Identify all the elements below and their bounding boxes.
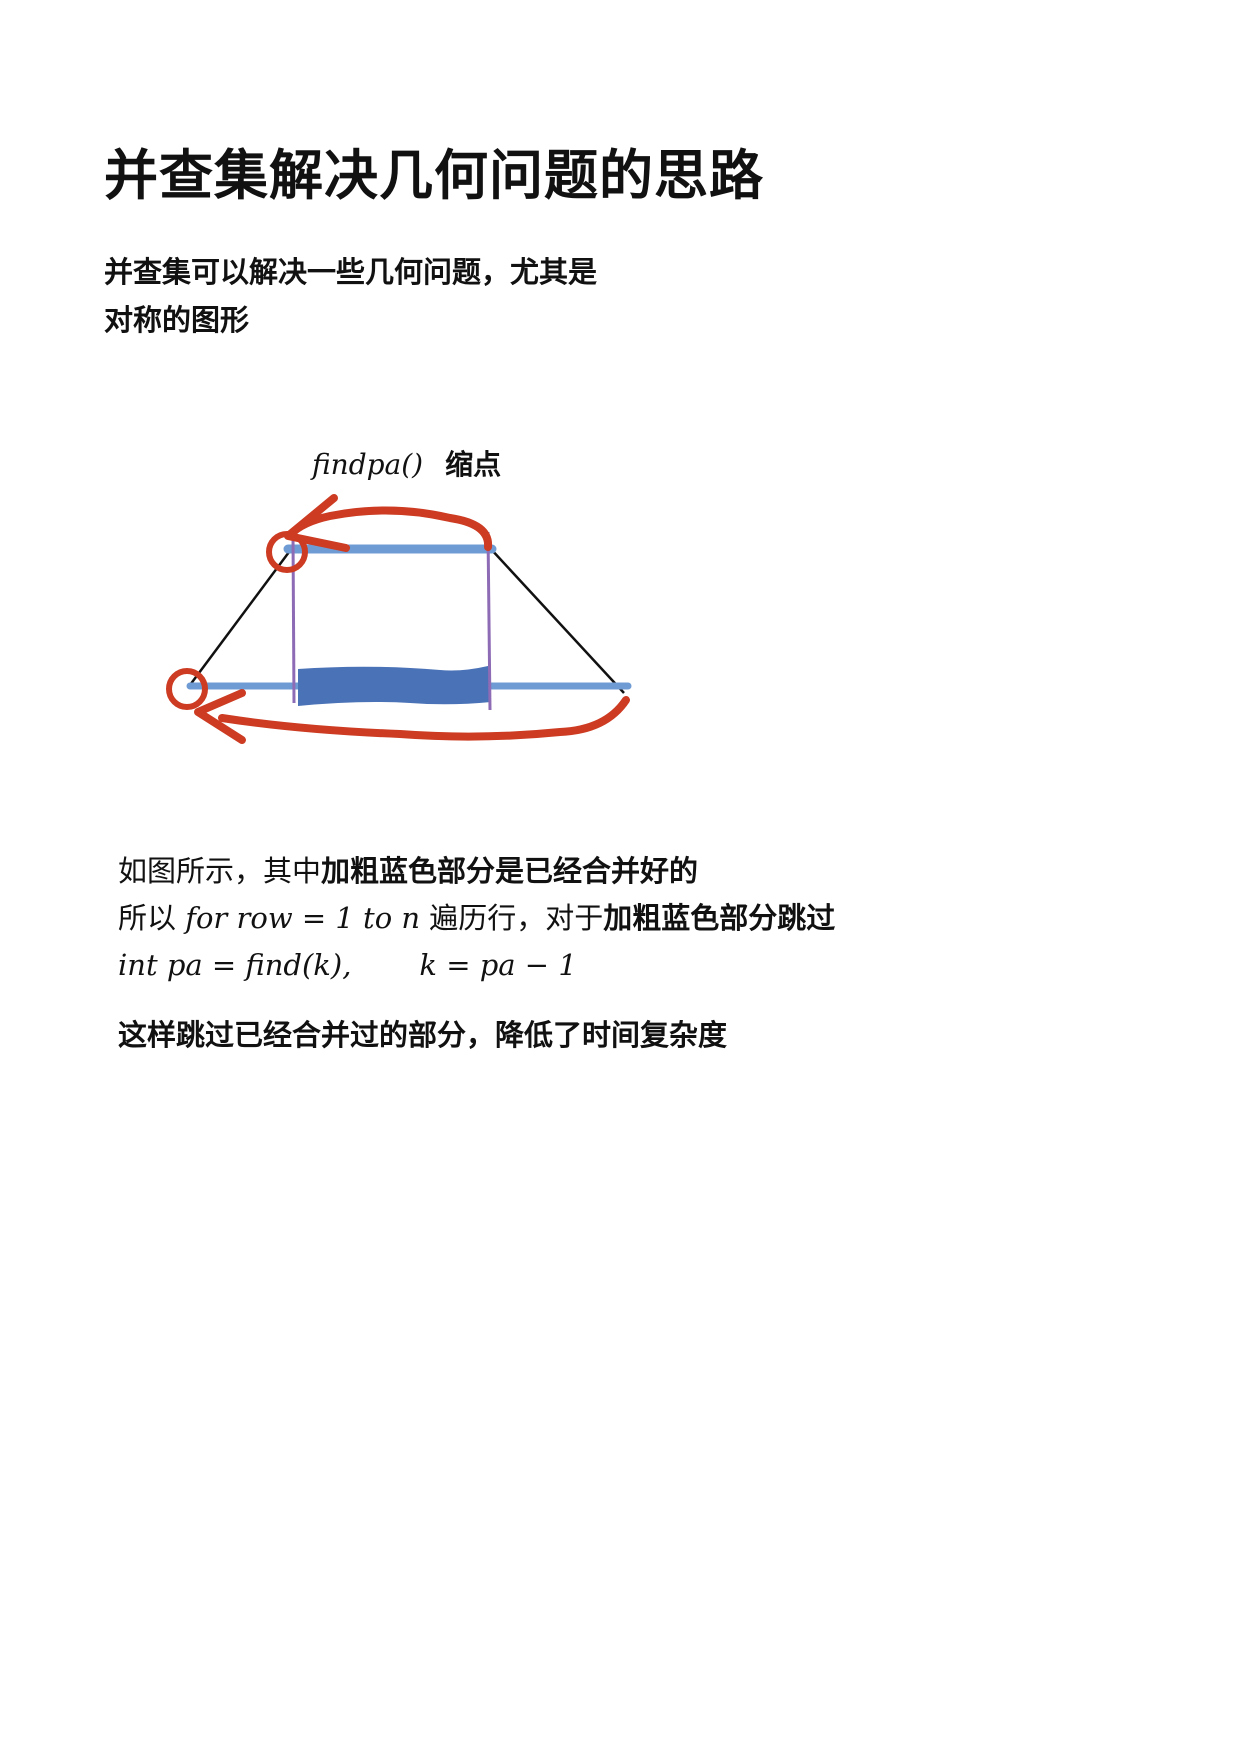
merged-bold-block	[298, 666, 491, 706]
intro-line-1: 并查集可以解决一些几何问题，尤其是	[104, 255, 598, 289]
intro-paragraph: 并查集可以解决一些几何问题，尤其是 对称的图形	[104, 248, 597, 344]
right-divider-line	[486, 531, 492, 711]
intro-line-2: 对称的图形	[104, 303, 250, 337]
explanation-line-2-plain-a: 所以	[118, 901, 186, 935]
loop-formula: for row = 1 to n	[185, 901, 421, 935]
update-formula: k = pa − 1	[419, 948, 577, 982]
explanation-line-3: int pa = find(k), k = pa − 1	[118, 942, 835, 989]
explanation-line-1: 如图所示，其中加粗蓝色部分是已经合并好的	[118, 848, 835, 895]
find-formula: int pa = find(k),	[118, 948, 352, 982]
diagram-drawing	[166, 494, 632, 744]
explanation-line-2-bold: 加粗蓝色部分跳过	[603, 901, 836, 935]
top-arrowhead	[284, 494, 350, 552]
trapezoid-diagram: findpa() 缩点	[150, 440, 670, 770]
right-slope-line	[489, 547, 625, 694]
explanation-block: 如图所示，其中加粗蓝色部分是已经合并好的 所以 for row = 1 to n…	[118, 848, 835, 989]
page-title: 并查集解决几何问题的思路	[104, 143, 764, 207]
bottom-jump-arrow	[218, 696, 630, 741]
bottom-arrowhead	[194, 689, 246, 744]
caption-math: findpa()	[312, 448, 424, 481]
explanation-line-2: 所以 for row = 1 to n 遍历行，对于加粗蓝色部分跳过	[118, 895, 835, 942]
summary-text: 这样跳过已经合并过的部分，降低了时间复杂度	[118, 1018, 728, 1052]
figure-caption: findpa() 缩点	[312, 443, 501, 483]
left-slope-line	[188, 547, 294, 686]
left-divider-line	[291, 534, 296, 704]
bottom-root-circle	[166, 668, 208, 710]
caption-text: 缩点	[445, 448, 502, 481]
explanation-line-2-plain-b: 遍历行，对于	[420, 901, 604, 935]
explanation-line-1-bold: 加粗蓝色部分是已经合并好的	[321, 854, 699, 888]
explanation-line-1-plain: 如图所示，其中	[118, 854, 322, 888]
